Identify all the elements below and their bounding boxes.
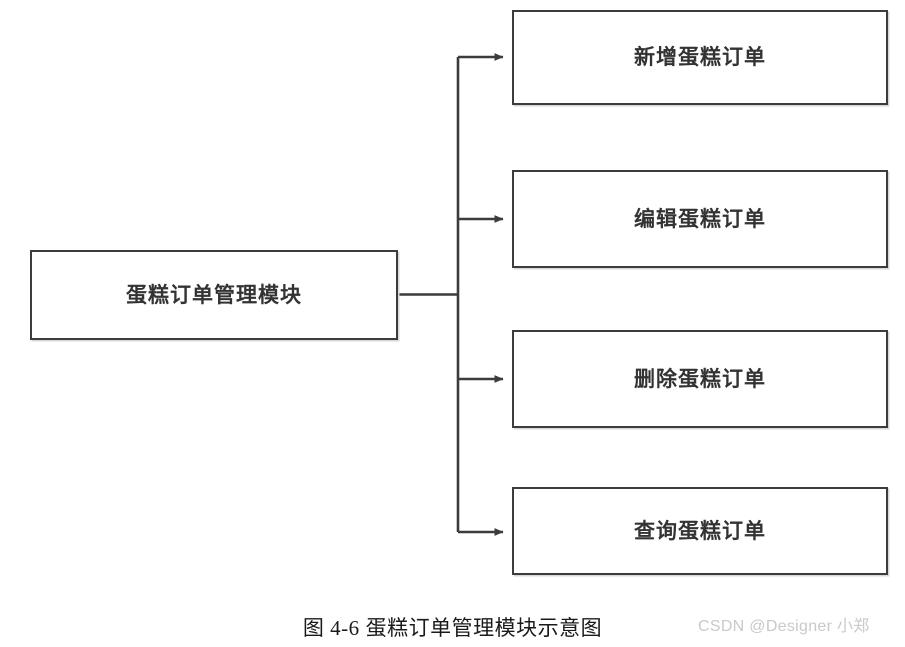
node-root-cake-order-management[interactable]: 蛋糕订单管理模块 [30, 250, 398, 340]
node-edit-cake-order[interactable]: 编辑蛋糕订单 [512, 170, 888, 268]
node-root-label: 蛋糕订单管理模块 [126, 283, 302, 307]
figure-caption-text: 蛋糕订单管理模块示意图 [365, 616, 603, 640]
figure-caption-number: 图 4-6 [302, 616, 360, 640]
node-delete-cake-order[interactable]: 删除蛋糕订单 [512, 330, 888, 428]
node-edit-label: 编辑蛋糕订单 [634, 207, 766, 231]
watermark: CSDN @Designer 小郑 [698, 618, 870, 635]
node-add-cake-order[interactable]: 新增蛋糕订单 [512, 10, 888, 105]
node-query-label: 查询蛋糕订单 [634, 519, 766, 543]
node-add-label: 新增蛋糕订单 [634, 46, 766, 69]
node-query-cake-order[interactable]: 查询蛋糕订单 [512, 487, 888, 575]
node-delete-label: 删除蛋糕订单 [634, 367, 766, 391]
